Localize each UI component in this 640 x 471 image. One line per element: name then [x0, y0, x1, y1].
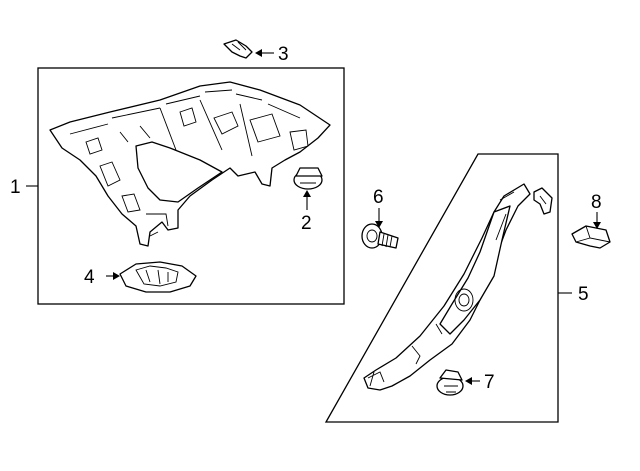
part-6-screw: [361, 223, 399, 249]
callout-7: 7: [484, 372, 495, 393]
pillar-trim-group-box: [324, 153, 559, 423]
callout-8: 8: [591, 192, 602, 213]
callout-3-arrowhead: [255, 49, 262, 57]
callout-6: 6: [373, 187, 384, 208]
part-3-clip: [223, 39, 253, 59]
callout-4: 4: [84, 267, 95, 288]
part-2-clip: [293, 167, 323, 190]
part-4-cover: [119, 261, 197, 293]
callout-8-arrowhead: [593, 222, 601, 229]
callout-7-arrowhead: [465, 377, 472, 385]
part-7-clip: [436, 369, 464, 396]
callout-6-arrowhead: [375, 221, 383, 228]
callout-5: 5: [578, 284, 589, 305]
pillar-small-clip: [533, 187, 553, 215]
callout-2-arrowhead: [303, 190, 311, 197]
pillar-trim-panel: [363, 183, 531, 391]
part-8-clip: [571, 225, 611, 249]
callout-3: 3: [278, 44, 289, 65]
callout-2: 2: [301, 213, 312, 234]
callout-4-arrowhead: [113, 272, 120, 280]
callout-1: 1: [10, 177, 21, 198]
quarter-trim-panel: [49, 81, 331, 247]
